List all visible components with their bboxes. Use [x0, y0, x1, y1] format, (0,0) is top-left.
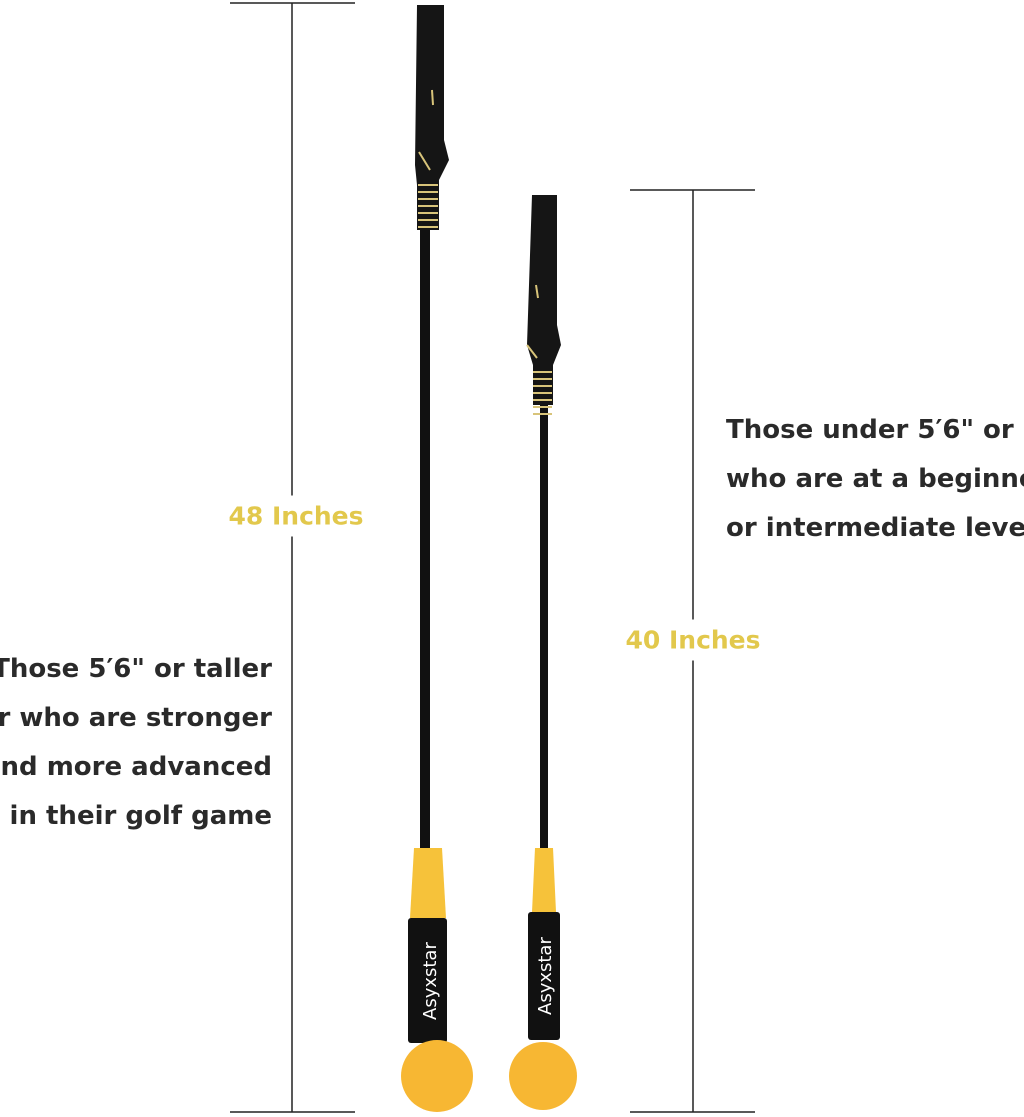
- long-description: Those 5′6" or taller or who are stronger…: [0, 645, 272, 841]
- description-line: in their golf game: [9, 801, 272, 831]
- description-line: or who are stronger: [0, 703, 272, 733]
- description-line: Those 5′6" or taller: [0, 654, 272, 684]
- short-brand-text: Asyxstar: [535, 937, 556, 1015]
- description-line: Those under 5′6" or: [726, 415, 1014, 445]
- short-trainer: [509, 195, 577, 1110]
- description-line: or intermediate level: [726, 513, 1024, 543]
- measure-lines: [230, 2, 755, 1113]
- description-line: who are at a beginner: [726, 464, 1024, 494]
- description-line: and more advanced: [0, 752, 272, 782]
- long-length-label: 48 Inches: [228, 495, 364, 537]
- short-description: Those under 5′6" or who are at a beginne…: [726, 406, 1024, 553]
- long-brand-text: Asyxstar: [420, 942, 441, 1020]
- long-trainer: [401, 5, 473, 1112]
- short-length-label: 40 Inches: [625, 619, 761, 661]
